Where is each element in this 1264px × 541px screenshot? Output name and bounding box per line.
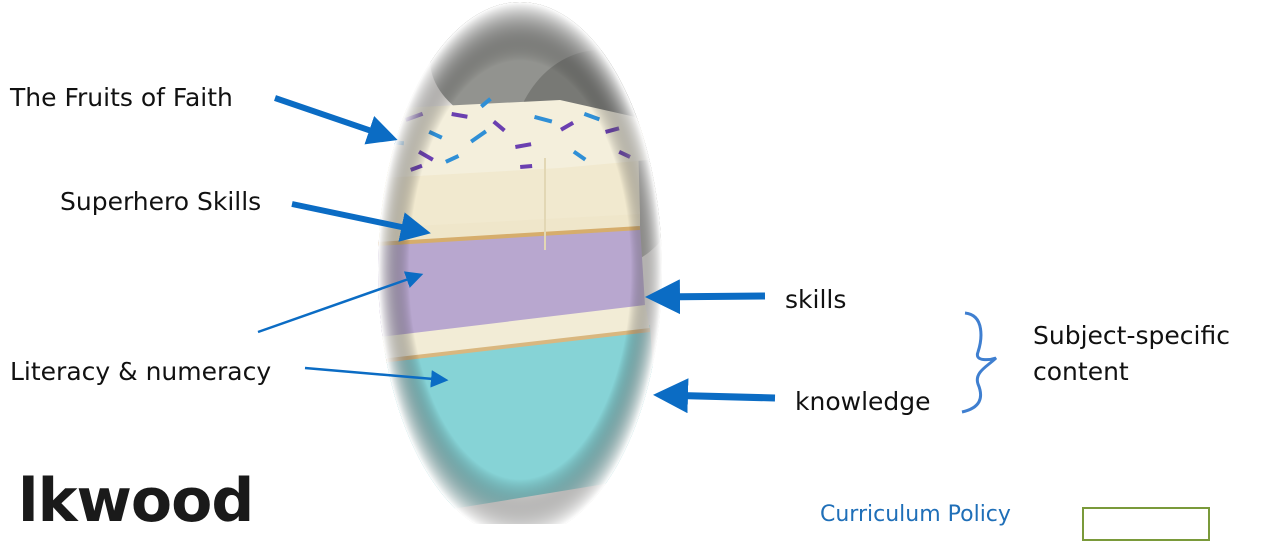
label-knowledge: knowledge xyxy=(795,387,931,416)
cake-photo xyxy=(378,2,662,524)
partial-school-name: lkwood xyxy=(18,466,254,536)
arrow-literacy-lower xyxy=(304,366,449,388)
label-subject-specific-line2: content xyxy=(1033,357,1129,386)
arrow-knowledge xyxy=(653,378,776,414)
label-subject-specific-line1: Subject-specific xyxy=(1033,321,1230,350)
arrow-literacy-upper xyxy=(257,271,424,334)
label-fruits-of-faith: The Fruits of Faith xyxy=(10,83,233,112)
curly-brace-icon xyxy=(961,311,998,414)
arrow-skills xyxy=(645,279,766,315)
label-superhero-skills: Superhero Skills xyxy=(60,187,262,216)
footer-box xyxy=(1082,507,1210,541)
cake-diagram xyxy=(257,2,998,524)
label-literacy-numeracy: Literacy & numeracy xyxy=(10,357,272,386)
label-skills: skills xyxy=(785,285,847,314)
arrow-fruits-of-faith xyxy=(274,95,398,145)
arrow-superhero-skills xyxy=(291,201,431,242)
curriculum-policy-link[interactable]: Curriculum Policy xyxy=(820,502,1011,527)
